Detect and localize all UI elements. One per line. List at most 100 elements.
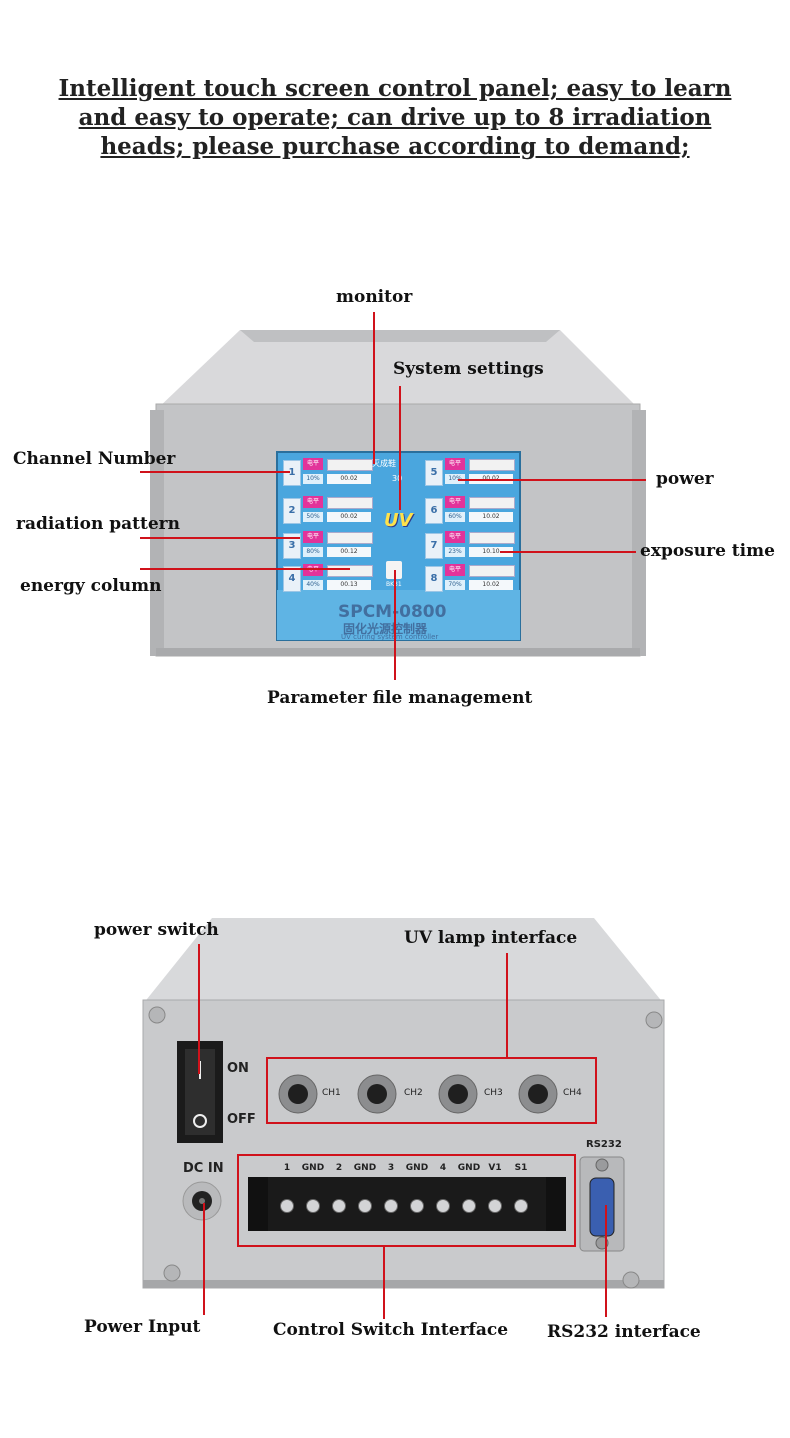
exposure-time-value[interactable]: 00.02 [327, 512, 371, 522]
rs232-port [579, 1156, 625, 1252]
label-radiation-pattern: radiation pattern [16, 514, 180, 534]
terminal-screw [280, 1199, 294, 1213]
label-uv-lamp-interface: UV lamp interface [404, 928, 578, 948]
label-parameter-file-management: Parameter file management [267, 688, 533, 708]
mode-button[interactable]: 电平 [445, 496, 465, 508]
leader-energy-column [140, 568, 350, 570]
leader-system-settings [399, 386, 401, 510]
channel-number[interactable]: 1 [283, 460, 301, 486]
terminal-screw [488, 1199, 502, 1213]
terminal-screw [358, 1199, 372, 1213]
terminal-screw [384, 1199, 398, 1213]
screen-center-top: 灭成鞋 [372, 459, 396, 468]
label-power: power [656, 469, 714, 489]
lamp-port-label: CH4 [563, 1088, 582, 1098]
energy-bar [469, 497, 515, 509]
power-value[interactable]: 10% [303, 474, 323, 484]
exposure-time-value[interactable]: 00.13 [327, 580, 371, 590]
leader-monitor [373, 312, 375, 464]
label-system-settings: System settings [393, 359, 544, 379]
terminal-screw [332, 1199, 346, 1213]
power-value[interactable]: 80% [303, 547, 323, 557]
mode-button[interactable]: 电平 [303, 458, 323, 470]
channel-number[interactable]: 8 [425, 566, 443, 592]
rs232-printed-label: RS232 [586, 1139, 622, 1150]
leader-power [458, 479, 646, 481]
leader-power-input [203, 1203, 205, 1315]
channel-number[interactable]: 4 [283, 566, 301, 592]
channel-number[interactable]: 6 [425, 498, 443, 524]
energy-bar [327, 497, 373, 509]
energy-bar [327, 565, 373, 577]
switch-off-label: OFF [227, 1112, 256, 1127]
control-switch-interface-box [237, 1154, 576, 1247]
exposure-time-value[interactable]: 10.02 [469, 512, 513, 522]
leader-parameter-file [394, 570, 396, 680]
channel-number[interactable]: 5 [425, 460, 443, 486]
exposure-time-value[interactable]: 00.12 [327, 547, 371, 557]
terminal-label: 4 [439, 1163, 447, 1173]
channel-number[interactable]: 7 [425, 533, 443, 559]
lamp-ports [278, 1074, 558, 1114]
uv-lamp-interface-box [266, 1057, 597, 1124]
screen-subtitle-en: UV curing system controller [341, 633, 439, 641]
screen-model: SPCM-0800 [338, 602, 447, 622]
mode-button[interactable]: 电平 [445, 458, 465, 470]
dc-in-label: DC IN [183, 1161, 224, 1176]
leader-radiation-pattern [140, 537, 300, 539]
power-value[interactable]: 70% [445, 580, 465, 590]
power-value[interactable]: 60% [445, 512, 465, 522]
terminal-screw [462, 1199, 476, 1213]
screen-center-value: 30 [392, 474, 403, 483]
exposure-time-value[interactable]: 00.02 [327, 474, 371, 484]
exposure-time-value[interactable]: 10.10 [469, 547, 513, 557]
lamp-port-label: CH2 [404, 1088, 423, 1098]
mode-button[interactable]: 电平 [445, 531, 465, 543]
energy-bar [469, 565, 515, 577]
terminal-label: 3 [387, 1163, 395, 1173]
screen-subtitle-cn: 固化光源控制器 [343, 622, 428, 636]
terminal-label: GND [405, 1163, 429, 1173]
terminal-screw [410, 1199, 424, 1213]
terminal-label: 1 [283, 1163, 291, 1173]
label-monitor: monitor [336, 287, 413, 307]
channel-number[interactable]: 3 [283, 533, 301, 559]
leader-channel-number [140, 471, 290, 473]
terminal-label: GND [353, 1163, 377, 1173]
terminal-screw [436, 1199, 450, 1213]
channel-number[interactable]: 2 [283, 498, 301, 524]
mode-button[interactable]: 电平 [303, 531, 323, 543]
uv-logo: UV [384, 510, 413, 531]
energy-bar [327, 532, 373, 544]
leader-power-switch [198, 944, 200, 1074]
label-control-switch-interface: Control Switch Interface [273, 1320, 509, 1340]
power-value[interactable]: 50% [303, 512, 323, 522]
lamp-port-label: CH1 [322, 1088, 341, 1098]
back-device [142, 918, 665, 1289]
leader-control-switch [383, 1247, 385, 1319]
terminal-label: GND [457, 1163, 481, 1173]
mode-button[interactable]: 电平 [303, 496, 323, 508]
power-value[interactable]: 40% [303, 580, 323, 590]
exposure-time-value[interactable]: 10.02 [469, 580, 513, 590]
leader-rs232 [605, 1205, 607, 1317]
terminal-screw [514, 1199, 528, 1213]
label-energy-column: energy column [20, 576, 162, 596]
switch-on-label: ON [227, 1061, 249, 1076]
energy-bar [327, 459, 373, 471]
energy-bar [469, 459, 515, 471]
mode-button[interactable]: 电平 [303, 564, 323, 576]
lamp-port-label: CH3 [484, 1088, 503, 1098]
label-channel-number: Channel Number [13, 449, 176, 469]
mode-button[interactable]: 电平 [445, 564, 465, 576]
power-value[interactable]: 10% [445, 474, 465, 484]
power-value[interactable]: 23% [445, 547, 465, 557]
